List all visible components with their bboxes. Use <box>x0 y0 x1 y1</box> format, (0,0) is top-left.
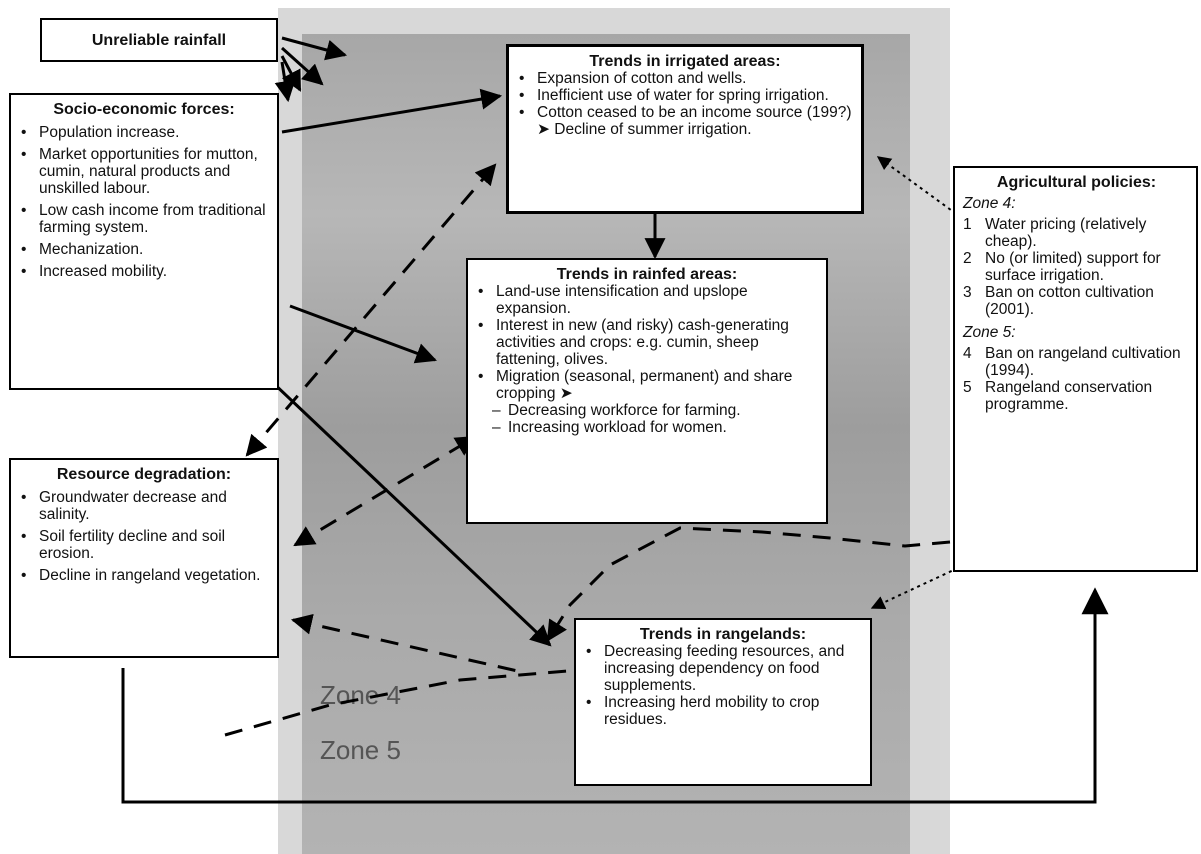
sub-list-item: Increasing workload for women. <box>474 419 820 436</box>
rainfall-arrow-2 <box>280 46 324 86</box>
list-item: Migration (seasonal, permanent) and shar… <box>474 368 820 402</box>
list-item: Decline in rangeland vegetation. <box>17 567 271 584</box>
zone-5-label: Zone 5 <box>320 735 401 765</box>
rainfall-arrow-3 <box>280 55 302 92</box>
list-item: Interest in new (and risky) cash-generat… <box>474 317 820 368</box>
rangelands-trends-box: Trends in rangelands: Decreasing feeding… <box>574 618 872 786</box>
rainfed-trends-box: Trends in rainfed areas: Land-use intens… <box>466 258 828 524</box>
list-item: Decreasing feeding resources, and increa… <box>582 643 864 694</box>
list-item: Inefficient use of water for spring irri… <box>515 87 855 104</box>
list-item: Expansion of cotton and wells. <box>515 70 855 87</box>
list-item: Land-use intensification and upslope exp… <box>474 283 820 317</box>
socio-economic-box: Socio-economic forces: Population increa… <box>9 93 279 390</box>
rainfed-list: Land-use intensification and upslope exp… <box>474 283 820 436</box>
rangelands-title: Trends in rangelands: <box>639 626 807 643</box>
list-item: Market opportunities for mutton, cumin, … <box>17 146 271 197</box>
resource-degradation-title: Resource degradation: <box>56 466 232 483</box>
degradation-irrigated-dashed <box>245 163 497 457</box>
socio-to-irrigated-arrow <box>281 88 503 134</box>
list-item: Population increase. <box>17 124 271 141</box>
rainfed-degradation-dashed <box>293 435 477 547</box>
rangelands-degradation-dashed <box>290 613 523 674</box>
zone-boundary-dashed <box>224 668 581 737</box>
list-item: Cotton ceased to be an income source (19… <box>515 104 855 138</box>
list-item: Soil fertility decline and soil erosion. <box>17 528 271 562</box>
socio-economic-list: Population increase. Market opportunitie… <box>17 124 271 280</box>
sub-list-item: Decreasing workforce for farming. <box>474 402 820 419</box>
irrigated-trends-box: Trends in irrigated areas: Expansion of … <box>506 44 864 214</box>
policy-to-rangelands-dotted <box>870 567 959 610</box>
list-item: Increased mobility. <box>17 263 271 280</box>
policy-zone5-dashed <box>546 526 951 642</box>
list-item: Groundwater decrease and salinity. <box>17 489 271 523</box>
resource-degradation-list: Groundwater decrease and salinity. Soil … <box>17 489 271 584</box>
rangelands-list: Decreasing feeding resources, and increa… <box>582 643 864 728</box>
unreliable-rainfall-title: Unreliable rainfall <box>91 31 227 49</box>
socio-to-rainfed-arrow <box>289 304 437 364</box>
irrigated-list: Expansion of cotton and wells. Inefficie… <box>515 70 855 138</box>
list-item: Low cash income from traditional farming… <box>17 202 271 236</box>
resource-degradation-box: Resource degradation: Groundwater decrea… <box>9 458 279 658</box>
list-item: Mechanization. <box>17 241 271 258</box>
rainfed-title: Trends in rainfed areas: <box>556 266 738 283</box>
zone-5-heading: Zone 5: <box>963 324 1016 341</box>
degradation-to-policies-loop <box>121 587 1109 804</box>
agri-policies-title: Agricultural policies: <box>996 174 1157 191</box>
socio-economic-title: Socio-economic forces: <box>53 101 235 118</box>
list-item: Increasing herd mobility to crop residue… <box>582 694 864 728</box>
rainfall-arrow-4 <box>274 61 296 103</box>
rainfall-arrow-1 <box>281 36 348 61</box>
irrigated-title: Trends in irrigated areas: <box>589 53 781 70</box>
unreliable-rainfall-box: Unreliable rainfall <box>40 18 278 62</box>
zone-4-heading: Zone 4: <box>963 195 1016 212</box>
policy-to-irrigated-dotted <box>876 156 963 219</box>
